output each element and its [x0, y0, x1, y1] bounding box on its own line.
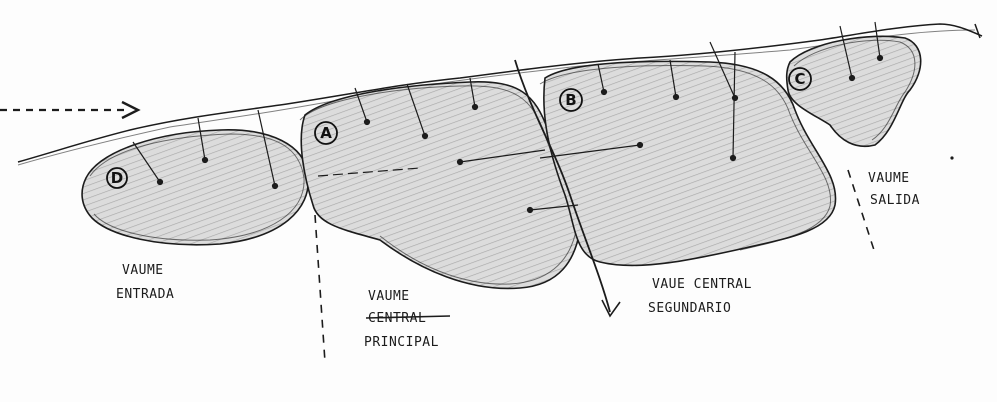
- entry-arrow: [0, 102, 138, 118]
- zone-c-shape: [787, 36, 921, 146]
- zone-c-caption-line-2: SALIDA: [870, 193, 920, 208]
- zone-d-letter: D: [111, 169, 123, 187]
- zone-b-caption-line-2: SEGUNDARIO: [648, 301, 731, 316]
- zone-c-caption-line-1: VAUME: [868, 171, 910, 186]
- zone-b-caption: VAUE CENTRAL SEGUNDARIO: [648, 277, 752, 316]
- zone-a-caption: VAUME CENTRAL PRINCIPAL: [364, 289, 450, 350]
- zone-b-letter: B: [565, 91, 576, 109]
- zone-a-shape: [300, 82, 581, 289]
- zone-a-letter: A: [320, 124, 332, 142]
- zone-a-caption-line-3: PRINCIPAL: [364, 335, 439, 350]
- zone-b-caption-line-1: VAUE CENTRAL: [652, 277, 752, 292]
- zone-d-caption: VAUME ENTRADA: [116, 263, 174, 302]
- zone-a-caption-line-1: VAUME: [368, 289, 410, 304]
- zone-c-letter: C: [794, 70, 805, 88]
- zone-c-caption: VAUME SALIDA: [868, 156, 954, 208]
- zone-d-caption-line-2: ENTRADA: [116, 287, 174, 302]
- zone-d-caption-line-1: VAUME: [122, 263, 164, 278]
